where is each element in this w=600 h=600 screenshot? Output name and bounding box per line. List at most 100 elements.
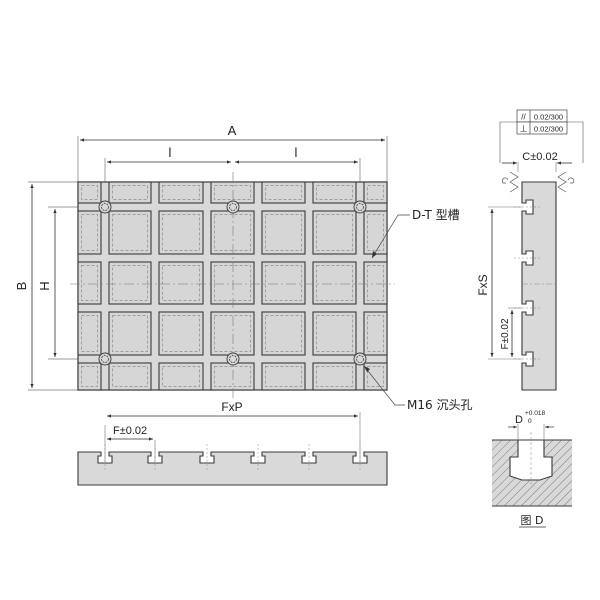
front-view: FxP F±0.02 [77, 400, 388, 486]
plate-cell [261, 181, 306, 204]
leader-hole [363, 365, 405, 406]
cell-relief [367, 366, 384, 387]
clamp-symbols-icon [501, 171, 575, 193]
slot-centerlines [104, 444, 361, 470]
cell-relief [214, 315, 251, 352]
plate-cell [108, 181, 152, 204]
cell-relief [214, 265, 251, 301]
cell-relief [316, 265, 353, 301]
cell-relief [112, 366, 148, 387]
callout-dt-slot: D-T 型槽 [412, 208, 460, 222]
detail-view-d: D +0.018 0 图 D [492, 410, 572, 528]
cell-relief [367, 265, 384, 301]
plate-cell [363, 311, 388, 356]
hole-icon [226, 200, 240, 214]
plate-cell [312, 362, 357, 391]
dim-label-fxp: FxP [221, 400, 242, 414]
cell-relief [316, 214, 353, 251]
cell-relief [162, 185, 200, 200]
plate-cell [312, 181, 357, 204]
plate-cell [77, 362, 102, 391]
plate-cell [210, 311, 255, 356]
dim-label-b: B [14, 282, 29, 291]
plate-cell [261, 261, 306, 305]
plate-cell [77, 311, 102, 356]
plate-cell [158, 210, 204, 255]
parallelism-icon: // [521, 113, 526, 122]
plate-cell [108, 210, 152, 255]
plate-cell [312, 311, 357, 356]
cell-relief [162, 366, 200, 387]
dim-label-h: H [37, 281, 52, 290]
hole-icon [98, 200, 112, 214]
cell-relief [214, 214, 251, 251]
cell-relief [162, 265, 200, 301]
dim-label-f-front: F±0.02 [113, 425, 147, 437]
side-view: // 0.02/300 ⊥ 0.02/300 C±0.02 FxS [476, 109, 584, 391]
plate-cell [77, 261, 102, 305]
cell-relief [367, 315, 384, 352]
perpendicularity-value: 0.02/300 [534, 125, 563, 134]
leader-arrow-icon [372, 251, 377, 258]
cell-relief [316, 315, 353, 352]
plate-cell [108, 311, 152, 356]
cell-relief [367, 185, 384, 200]
cell-relief [112, 185, 148, 200]
plate-cell [158, 362, 204, 391]
plate-cell [158, 311, 204, 356]
plate-cell [108, 362, 152, 391]
cell-relief [367, 214, 384, 251]
plate-cells [77, 181, 388, 391]
plate-cell [312, 210, 357, 255]
plate-cell [158, 261, 204, 305]
leader-slot [371, 214, 410, 259]
plate-cell [312, 261, 357, 305]
detail-caption: 图 D [521, 514, 544, 527]
cell-relief [265, 366, 302, 387]
cell-relief [81, 315, 98, 352]
plate-cell [210, 210, 255, 255]
cell-relief [265, 265, 302, 301]
plate-cell [158, 181, 204, 204]
hole-icon [353, 200, 367, 214]
dim-label-d: D [515, 414, 523, 426]
cell-relief [265, 214, 302, 251]
plate-cell [363, 261, 388, 305]
cell-relief [162, 214, 200, 251]
cell-relief [112, 265, 148, 301]
dim-label-l-left: l [169, 145, 172, 160]
plate-cell [261, 210, 306, 255]
plate-cell [363, 362, 388, 391]
cell-relief [81, 265, 98, 301]
counterbore-holes [98, 200, 367, 366]
dim-label-f-side: F±0.02 [500, 318, 511, 349]
tolerance-upper: +0.018 [525, 410, 545, 417]
perpendicularity-icon: ⊥ [520, 125, 528, 135]
extension-lines [28, 136, 388, 391]
hole-icon [353, 352, 367, 366]
callout-m16-hole: M16 沉头孔 [407, 398, 472, 412]
plate-cell [210, 362, 255, 391]
cell-relief [214, 366, 251, 387]
plate-cell [77, 210, 102, 255]
top-view: A l l B H D-T 型槽 [14, 123, 472, 412]
plate-cell [261, 362, 306, 391]
cell-relief [81, 185, 98, 200]
cell-relief [81, 366, 98, 387]
dim-label-fxs: FxS [476, 274, 490, 295]
hole-icon [98, 352, 112, 366]
dim-label-a: A [228, 123, 237, 138]
cell-relief [316, 366, 353, 387]
dim-label-c: C±0.02 [522, 151, 557, 163]
cell-relief [112, 315, 148, 352]
tolerance-lower: 0 [528, 418, 532, 425]
parallelism-value: 0.02/300 [534, 113, 563, 122]
plate-cells-dashed [81, 185, 384, 387]
leader-arrow-icon [364, 366, 370, 372]
dim-label-l-right: l [295, 145, 298, 160]
plate-cell [261, 311, 306, 356]
geometric-tolerance-frame: // 0.02/300 ⊥ 0.02/300 [499, 109, 584, 163]
plate-side-outline [521, 181, 557, 391]
plate-cell [210, 261, 255, 305]
